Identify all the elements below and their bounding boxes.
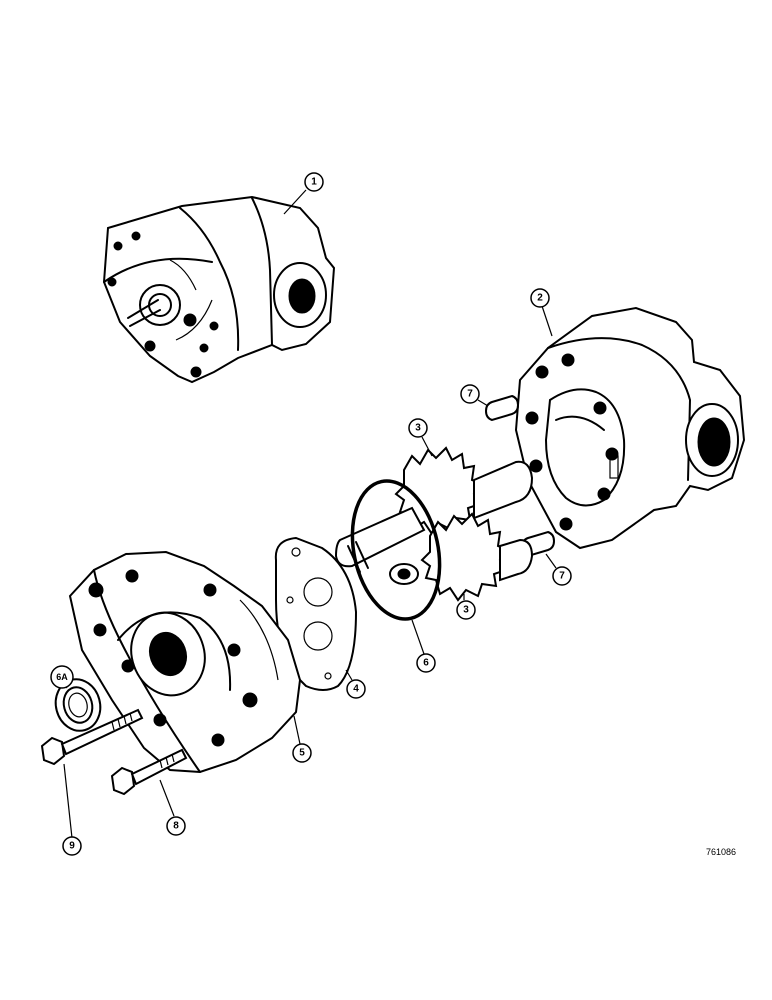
callout-3-lower-label: 3 — [463, 605, 469, 616]
callout-6a-label: 6A — [56, 672, 68, 682]
callout-8: 8 — [166, 816, 186, 836]
shaft-seal-drawing — [54, 678, 102, 732]
callout-8-label: 8 — [173, 821, 179, 832]
callout-6-label: 6 — [423, 658, 429, 669]
callout-9: 9 — [62, 836, 82, 856]
callout-7-upper: 7 — [460, 384, 480, 404]
callout-2-label: 2 — [537, 293, 543, 304]
callout-3-lower: 3 — [456, 600, 476, 620]
assembled-pump-drawing — [102, 195, 336, 384]
callout-1-label: 1 — [311, 177, 317, 188]
callout-3-upper-label: 3 — [415, 423, 421, 434]
callout-5: 5 — [292, 743, 312, 763]
pump-housing-drawing — [514, 306, 746, 550]
driven-gear-drawing — [389, 512, 534, 602]
callout-2: 2 — [530, 288, 550, 308]
o-ring-drawing — [350, 479, 442, 621]
long-bolt-drawing — [40, 708, 144, 766]
dowel-pin-upper-drawing — [484, 394, 520, 422]
callout-1: 1 — [304, 172, 324, 192]
callout-3-upper: 3 — [408, 418, 428, 438]
end-cover-drawing — [68, 550, 302, 774]
callout-5-label: 5 — [299, 748, 305, 759]
callout-4-label: 4 — [353, 684, 359, 695]
callout-7-lower-label: 7 — [559, 571, 565, 582]
drive-gear-drawing — [334, 446, 534, 573]
leader-lines — [63, 189, 557, 839]
callout-4: 4 — [346, 679, 366, 699]
callout-9-label: 9 — [69, 841, 75, 852]
callout-6: 6 — [416, 653, 436, 673]
callout-7-lower: 7 — [552, 566, 572, 586]
callout-6a: 6A — [50, 665, 74, 689]
short-bolt-drawing — [110, 748, 188, 796]
reference-number: 761086 — [706, 847, 736, 857]
callout-7-upper-label: 7 — [467, 389, 473, 400]
